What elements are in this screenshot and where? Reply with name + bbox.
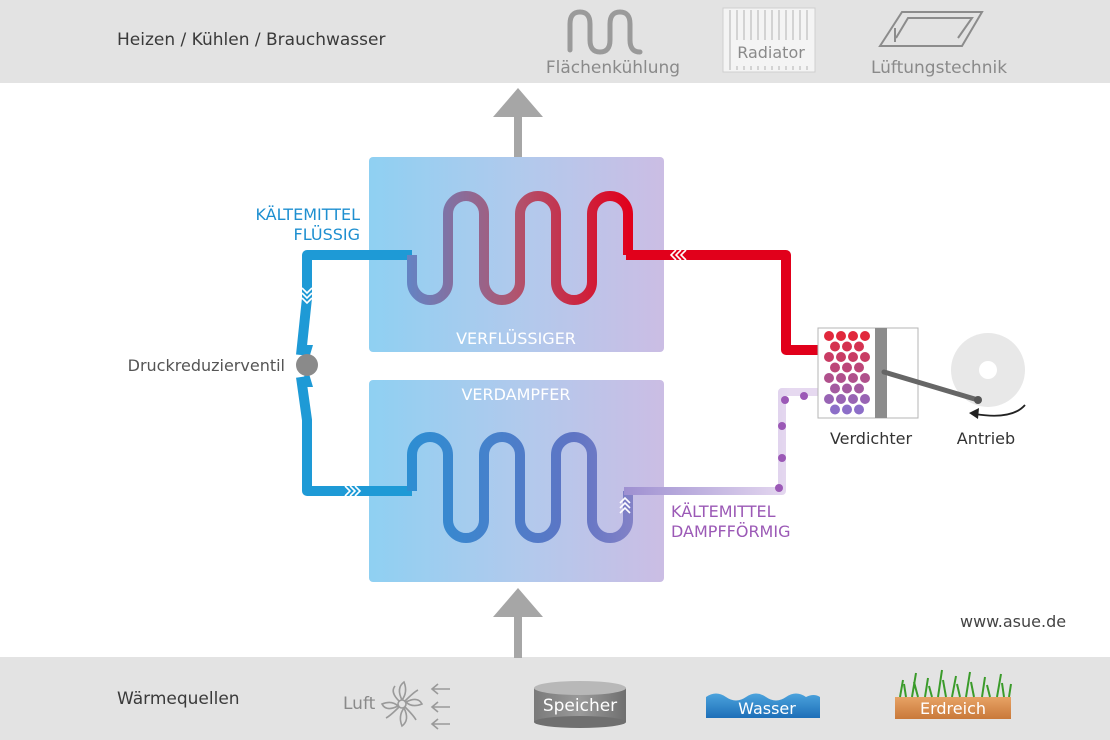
condenser-label: VERFLÜSSIGER (456, 329, 576, 348)
drive-label: Antrieb (957, 429, 1015, 448)
compressor-gas-dot (836, 373, 846, 383)
radiator-icon (722, 7, 816, 73)
heat-source-band-title: Wärmequellen (117, 689, 240, 709)
air-label: Luft (343, 694, 376, 714)
compressor-gas-dot (830, 362, 840, 373)
output-band-title: Heizen / Kühlen / Brauchwasser (117, 30, 386, 50)
compressor-label: Verdichter (830, 429, 913, 448)
drive-wheel (881, 333, 1026, 419)
compressor-gas-dot (836, 331, 846, 341)
air-arrows-icon (430, 683, 450, 730)
hot-refrigerant-pipe (626, 250, 822, 355)
ventilation-label: Lüftungstechnik (871, 58, 1007, 78)
evaporator-coil (407, 432, 633, 543)
compressor-gas-dot (836, 394, 846, 404)
compressor-gas-dot (854, 383, 864, 394)
water-label: Wasser (738, 699, 796, 718)
floor-cooling-label: Flächenkühlung (546, 58, 680, 78)
heat-input-arrow (493, 588, 543, 658)
compressor-gas-dot (842, 404, 852, 415)
compressor-gas-dot (848, 394, 858, 404)
compressor-gas-dot (854, 341, 864, 352)
compressor-gas-dot (842, 362, 852, 373)
refrigerant-liquid-label-2: FLÜSSIG (294, 225, 360, 244)
compressor-gas-dot (830, 383, 840, 394)
soil-label: Erdreich (920, 699, 986, 718)
evaporator-label: VERDAMPFER (461, 385, 570, 404)
soil-icon (895, 669, 1012, 719)
compressor-gas-dot (854, 362, 864, 373)
radiator-label: Radiator (737, 43, 805, 62)
compressor-gas-dot (830, 341, 840, 352)
heat-output-arrow (493, 88, 543, 157)
compressor-gas-dot (824, 394, 834, 404)
compressor-gas-dot (860, 394, 870, 404)
floor-cooling-icon (567, 9, 643, 55)
compressor-gas-dot (854, 404, 864, 415)
condenser-coil (407, 191, 633, 305)
vapor-refrigerant-pipe (624, 388, 822, 495)
refrigerant-liquid-label-1: KÄLTEMITTEL (255, 205, 360, 224)
compressor-gas-dot (836, 352, 846, 362)
compressor-gas-dot (860, 331, 870, 341)
compressor-gas-dot (848, 331, 858, 341)
fan-icon (380, 680, 424, 728)
compressor-gas-dot (860, 373, 870, 383)
output-band (0, 0, 1110, 83)
ventilation-unit-icon (878, 11, 984, 47)
vapor-dots (775, 392, 808, 492)
storage-label: Speicher (543, 696, 617, 716)
storage-tank-icon (534, 681, 626, 728)
compressor-gas-dot (824, 373, 834, 383)
compressor-gas-dot (848, 352, 858, 362)
website-url: www.asue.de (960, 612, 1067, 631)
compressor-gas-dot (842, 341, 852, 352)
water-icon (706, 693, 820, 718)
refrigerant-vapor-label-1: KÄLTEMITTEL (671, 502, 776, 521)
compressor-gas-dot (824, 331, 834, 341)
valve-label: Druckreduzierventil (128, 356, 285, 375)
compressor-gas-dot (830, 404, 840, 415)
compressor-gas-dot (860, 352, 870, 362)
compressor-gas-dot (842, 383, 852, 394)
compressor-gas-dot (824, 352, 834, 362)
refrigerant-vapor-label-2: DAMPFFÖRMIG (671, 522, 790, 541)
compressor-gas-dot (848, 373, 858, 383)
pressure-reducing-valve (296, 354, 318, 376)
compressor (817, 327, 919, 419)
flow-chevrons (301, 249, 687, 514)
